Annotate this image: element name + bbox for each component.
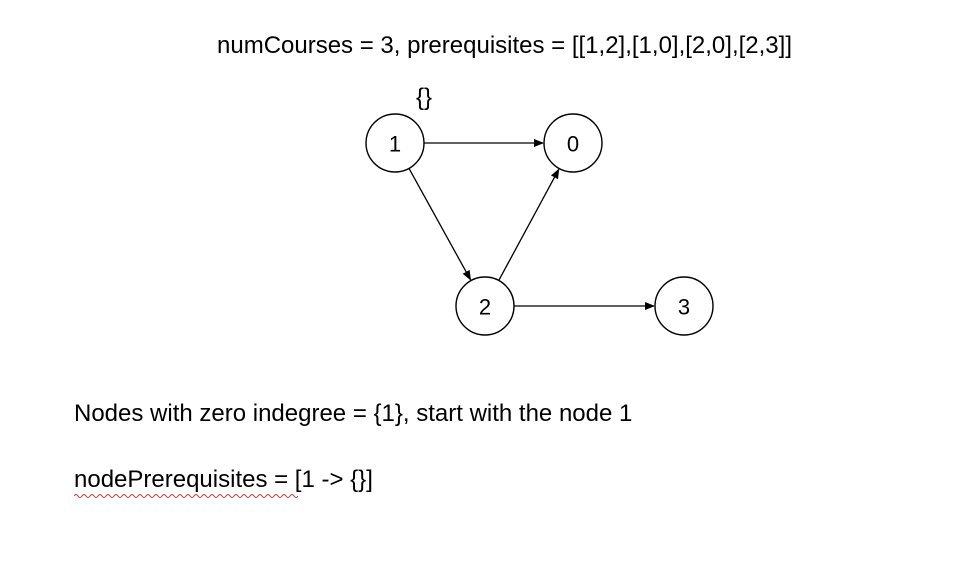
node-1-label: 1 — [389, 132, 401, 157]
node-0: 0 — [543, 113, 603, 173]
node-1-circle — [365, 113, 425, 173]
node-2: 2 — [455, 276, 515, 336]
edge-2-to-0 — [498, 168, 560, 281]
node-3-label: 3 — [678, 295, 690, 320]
node-2-circle — [455, 276, 515, 336]
page-title: numCourses = 3, prerequisites = [[1,2],[… — [217, 32, 792, 59]
node-3: 3 — [654, 276, 714, 336]
edge-1-to-2 — [408, 168, 472, 281]
zero-indegree-text: Nodes with zero indegree = {1}, start wi… — [74, 400, 633, 427]
node-0-label: 0 — [567, 132, 579, 157]
node-3-circle — [654, 276, 714, 336]
node-0-circle — [543, 113, 603, 173]
node-1: 1 — [365, 113, 425, 173]
spellcheck-underline — [74, 494, 298, 498]
node-1-set-label: {} — [416, 84, 433, 111]
node-prerequisites-text: nodePrerequisites = [1 -> {}] — [74, 466, 373, 493]
node-2-label: 2 — [479, 295, 491, 320]
